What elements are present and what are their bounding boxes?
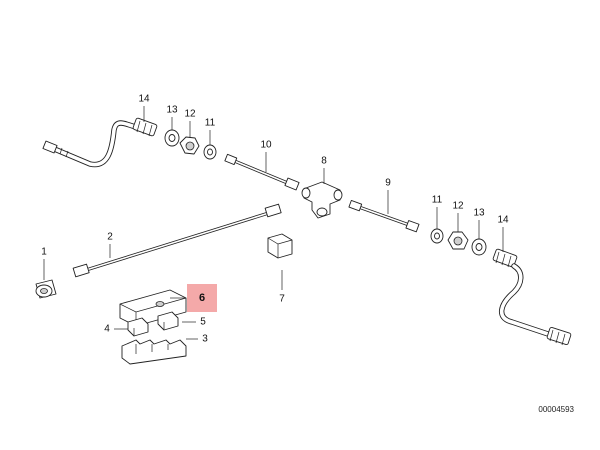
part-13-lower-washer[interactable] <box>471 238 487 256</box>
label-7[interactable]: 7 <box>279 294 285 305</box>
part-14-upper-hose[interactable] <box>42 117 158 168</box>
drawing-code: 00004593 <box>538 405 574 414</box>
label-5[interactable]: 5 <box>200 317 206 328</box>
part-2-long-brake-line[interactable] <box>72 203 282 278</box>
leader-lines <box>43 106 504 340</box>
label-10[interactable]: 10 <box>260 140 272 151</box>
part-11-upper-washer[interactable] <box>203 144 217 160</box>
label-11-lower[interactable]: 11 <box>432 195 443 206</box>
label-9[interactable]: 9 <box>385 178 391 189</box>
part-3-clip-holder[interactable] <box>121 339 187 365</box>
part-12-upper-nut[interactable] <box>179 136 200 155</box>
part-8-tee-fitting[interactable] <box>301 181 343 219</box>
label-12-lower[interactable]: 12 <box>452 201 464 212</box>
part-1-union-nut[interactable] <box>35 279 57 299</box>
part-13-upper-washer[interactable] <box>164 129 180 147</box>
label-1[interactable]: 1 <box>41 247 47 258</box>
label-4[interactable]: 4 <box>104 324 110 335</box>
label-11-upper[interactable]: 11 <box>205 118 216 129</box>
label-14-upper[interactable]: 14 <box>138 94 150 105</box>
highlight-box-part-6 <box>187 284 217 312</box>
part-7-rubber-grommet[interactable] <box>267 233 293 259</box>
label-13-lower[interactable]: 13 <box>473 208 485 219</box>
part-11-lower-washer[interactable] <box>430 228 444 244</box>
part-9-brake-line[interactable] <box>348 200 420 233</box>
label-3[interactable]: 3 <box>202 334 208 345</box>
part-12-lower-nut[interactable] <box>447 231 469 250</box>
label-6[interactable]: 6 <box>199 292 205 304</box>
label-2[interactable]: 2 <box>107 232 113 243</box>
label-12-upper[interactable]: 12 <box>184 109 196 120</box>
label-13-upper[interactable]: 13 <box>166 105 178 116</box>
label-14-lower[interactable]: 14 <box>497 215 509 226</box>
part-4-clip[interactable] <box>127 317 149 337</box>
label-8[interactable]: 8 <box>321 156 327 167</box>
part-14-lower-hose[interactable] <box>492 248 572 346</box>
part-10-brake-line[interactable] <box>224 153 300 191</box>
part-number-labels: 14 13 12 11 10 8 9 11 12 13 14 2 1 7 6 5… <box>41 94 509 345</box>
part-5-clip[interactable] <box>157 311 179 331</box>
